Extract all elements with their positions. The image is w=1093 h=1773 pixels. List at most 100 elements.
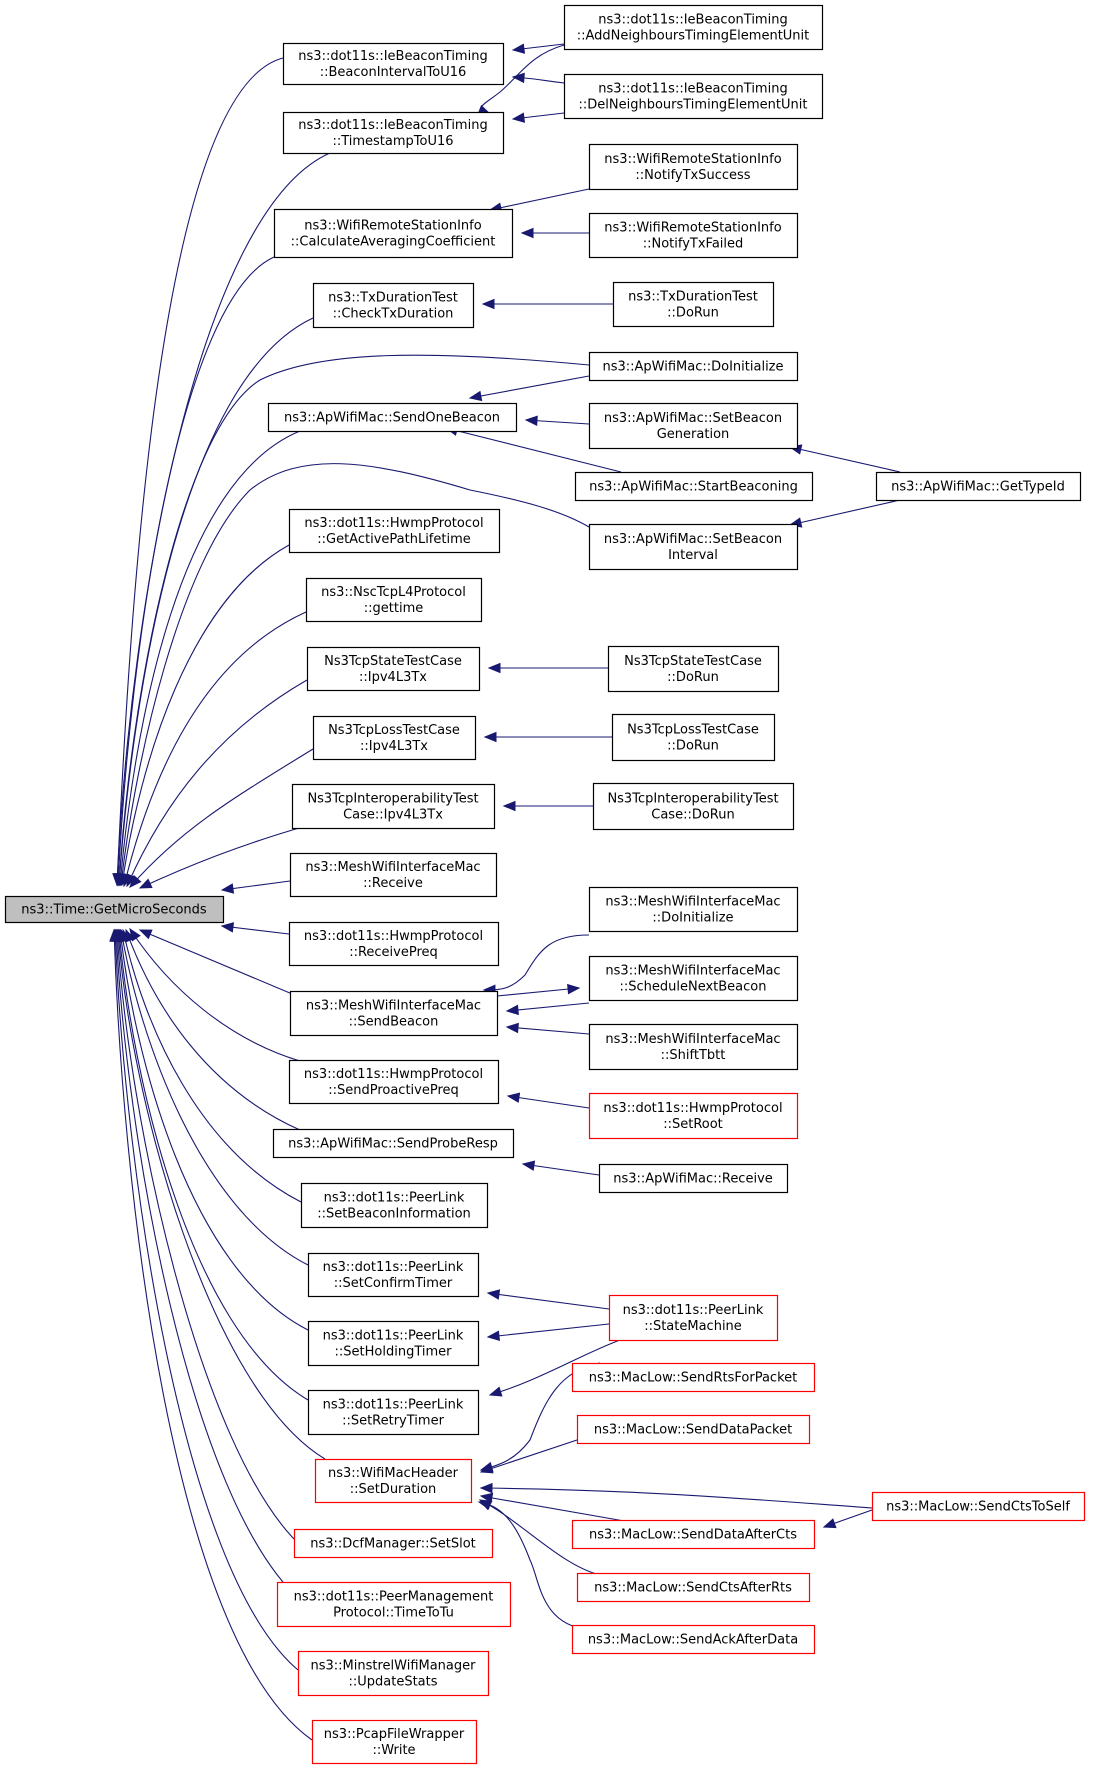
graph-node-ustats[interactable]: ns3::MinstrelWifiManager::UpdateStats — [297, 1650, 490, 1697]
graph-node-ml_ctsself[interactable]: ns3::MacLow::SendCtsToSelf — [871, 1491, 1086, 1522]
graph-node-sbeacon[interactable]: ns3::MeshWifiInterfaceMac::SendBeacon — [289, 990, 499, 1037]
call-edge-sht-to-root — [119, 929, 309, 1331]
arrowhead-icon — [129, 874, 142, 888]
node-box — [598, 1163, 789, 1194]
graph-node-ml_car[interactable]: ns3::MacLow::SendCtsAfterRts — [576, 1572, 811, 1603]
call-edge-sslot-to-root — [116, 929, 301, 1546]
node-label: ns3::MeshWifiInterfaceMac — [605, 964, 780, 979]
node-box — [576, 1414, 811, 1445]
graph-node-ctd[interactable]: ns3::TxDurationTest::CheckTxDuration — [312, 282, 475, 329]
node-label: ::Ipv4L3Tx — [359, 670, 427, 685]
node-box — [588, 1092, 799, 1140]
graph-node-addn[interactable]: ns3::dot11s::IeBeaconTiming::AddNeighbou… — [563, 4, 824, 51]
node-box — [612, 281, 775, 328]
node-label: ns3::dot11s::PeerManagement — [294, 1590, 494, 1605]
arrowhead-icon — [506, 1092, 521, 1103]
node-label: ns3::MinstrelWifiManager — [310, 1659, 476, 1674]
node-label: ns3::dot11s::IeBeaconTiming — [598, 82, 787, 97]
graph-node-ml_aad[interactable]: ns3::MacLow::SendAckAfterData — [571, 1624, 816, 1655]
node-label: ns3::MacLow::SendDataAfterCts — [589, 1528, 797, 1543]
graph-node-pl_sm[interactable]: ns3::dot11s::PeerLink::StateMachine — [608, 1294, 779, 1342]
graph-node-gapl[interactable]: ns3::dot11s::HwmpProtocol::GetActivePath… — [288, 508, 501, 554]
node-box — [282, 111, 505, 155]
node-label: ns3::DcfManager::SetSlot — [310, 1537, 476, 1552]
graph-node-ttt[interactable]: ns3::dot11s::PeerManagementProtocol::Tim… — [276, 1581, 512, 1628]
call-edge-bi-to-root — [116, 57, 284, 886]
graph-node-deln[interactable]: ns3::dot11s::IeBeaconTiming::DelNeighbou… — [563, 73, 824, 120]
node-label: ::ShiftTbtt — [661, 1048, 726, 1063]
node-label: ns3::ApWifiMac::DoInitialize — [602, 360, 783, 375]
node-label: ::TimestampToU16 — [332, 134, 453, 149]
graph-node-lt_run[interactable]: Ns3TcpLossTestCase::DoRun — [611, 713, 776, 762]
node-label: ns3::ApWifiMac::StartBeaconing — [589, 480, 798, 495]
graph-node-sct[interactable]: ns3::dot11s::PeerLink::SetConfirmTimer — [307, 1252, 480, 1298]
node-box — [4, 895, 225, 924]
graph-node-ts[interactable]: ns3::dot11s::IeBeaconTiming::TimestampTo… — [282, 111, 505, 155]
node-box — [282, 42, 505, 86]
node-label: ::SetDuration — [350, 1482, 437, 1497]
arrowhead-icon — [109, 928, 120, 942]
graph-node-ml_dac[interactable]: ns3::MacLow::SendDataAfterCts — [571, 1519, 816, 1550]
node-label: ns3::MeshWifiInterfaceMac — [605, 1032, 780, 1047]
graph-node-srt[interactable]: ns3::dot11s::PeerLink::SetRetryTimer — [307, 1389, 480, 1436]
graph-node-st_run[interactable]: Ns3TcpStateTestCase::DoRun — [607, 645, 780, 693]
node-box — [288, 508, 501, 554]
node-label: ns3::dot11s::PeerLink — [323, 1398, 464, 1413]
graph-node-st_ipv4[interactable]: Ns3TcpStateTestCase::Ipv4L3Tx — [306, 646, 481, 692]
graph-node-sppreq[interactable]: ns3::dot11s::HwmpProtocol::SendProactive… — [288, 1059, 500, 1105]
graph-node-mwim_recv[interactable]: ns3::MeshWifiInterfaceMac::Receive — [289, 852, 498, 898]
node-label: ns3::WifiRemoteStationInfo — [604, 152, 781, 167]
graph-node-ap_doinit[interactable]: ns3::ApWifiMac::DoInitialize — [588, 351, 799, 382]
graph-node-sdur[interactable]: ns3::WifiMacHeader::SetDuration — [314, 1458, 473, 1504]
graph-node-ap_start[interactable]: ns3::ApWifiMac::StartBeaconing — [574, 471, 814, 502]
graph-node-write[interactable]: ns3::PcapFileWrapper::Write — [311, 1719, 478, 1765]
graph-node-lt_ipv4[interactable]: Ns3TcpLossTestCase::Ipv4L3Tx — [312, 715, 477, 761]
call-edge-sppreq-to-root — [129, 928, 301, 1062]
node-label: ns3::ApWifiMac::GetTypeId — [891, 480, 1065, 495]
graph-node-spr[interactable]: ns3::ApWifiMac::SendProbeResp — [272, 1128, 515, 1159]
graph-node-sslot[interactable]: ns3::DcfManager::SetSlot — [293, 1528, 494, 1559]
graph-node-gtime[interactable]: ns3::NscTcpL4Protocol::gettime — [305, 577, 483, 623]
graph-node-ml_rts[interactable]: ns3::MacLow::SendRtsForPacket — [571, 1362, 816, 1393]
graph-node-sbi[interactable]: ns3::dot11s::PeerLink::SetBeaconInformat… — [300, 1182, 489, 1229]
graph-node-sht[interactable]: ns3::dot11s::PeerLink::SetHoldingTimer — [307, 1320, 480, 1367]
node-label: ::CalculateAveragingCoefficient — [291, 235, 496, 250]
graph-node-root[interactable]: ns3::Time::GetMicroSeconds — [4, 895, 225, 924]
graph-node-ap_recv[interactable]: ns3::ApWifiMac::Receive — [598, 1163, 789, 1194]
graph-node-ml_data[interactable]: ns3::MacLow::SendDataPacket — [576, 1414, 811, 1445]
node-label: ::SetConfirmTimer — [334, 1276, 453, 1291]
node-label: ::CheckTxDuration — [333, 307, 454, 322]
node-label: ::AddNeighboursTimingElementUnit — [577, 29, 810, 44]
graph-node-setroot[interactable]: ns3::dot11s::HwmpProtocol::SetRoot — [588, 1092, 799, 1140]
graph-node-ap_gti[interactable]: ns3::ApWifiMac::GetTypeId — [875, 471, 1082, 502]
call-edge-ap_gti-to-ap_sbg — [789, 446, 901, 473]
graph-node-mwim_shift[interactable]: ns3::MeshWifiInterfaceMac::ShiftTbtt — [588, 1023, 799, 1071]
graph-node-txd_run[interactable]: ns3::TxDurationTest::DoRun — [612, 281, 775, 328]
graph-node-ntxf[interactable]: ns3::WifiRemoteStationInfo::NotifyTxFail… — [588, 212, 799, 259]
graph-node-cac[interactable]: ns3::WifiRemoteStationInfo::CalculateAve… — [273, 208, 514, 259]
call-edge-sob-to-root — [119, 430, 301, 886]
graph-node-sob[interactable]: ns3::ApWifiMac::SendOneBeacon — [267, 402, 518, 433]
node-label: ns3::MacLow::SendCtsToSelf — [886, 1500, 1070, 1515]
graph-node-rpreq[interactable]: ns3::dot11s::HwmpProtocol::ReceivePreq — [288, 921, 500, 967]
node-label: ns3::MacLow::SendCtsAfterRts — [594, 1581, 792, 1596]
graph-node-ntxs[interactable]: ns3::WifiRemoteStationInfo::NotifyTxSucc… — [588, 143, 799, 191]
node-label: Ns3TcpLossTestCase — [328, 723, 460, 738]
graph-node-mwim_init[interactable]: ns3::MeshWifiInterfaceMac::DoInitialize — [588, 886, 799, 933]
node-box — [289, 990, 499, 1037]
node-box — [297, 1650, 490, 1697]
node-label: ns3::dot11s::HwmpProtocol — [603, 1101, 782, 1116]
graph-node-mwim_snb[interactable]: ns3::MeshWifiInterfaceMac::ScheduleNextB… — [588, 955, 799, 1002]
node-label: ::SetRoot — [663, 1117, 723, 1132]
node-box — [588, 955, 799, 1002]
node-box — [273, 208, 514, 259]
node-label: ::DoRun — [667, 670, 719, 685]
graph-node-bi[interactable]: ns3::dot11s::IeBeaconTiming::BeaconInter… — [282, 42, 505, 86]
call-edge-mwim_shift-to-sbeacon — [506, 1026, 590, 1035]
call-edge-sct-to-root — [120, 929, 309, 1266]
